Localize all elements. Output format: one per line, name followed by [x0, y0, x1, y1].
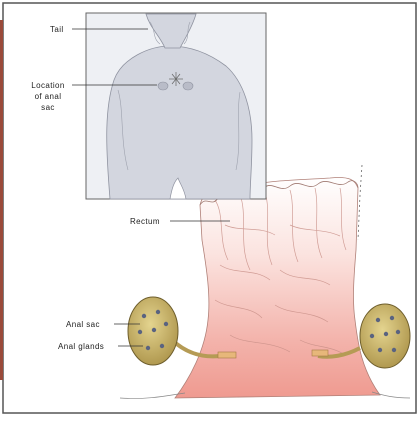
- label-location-line2: of anal: [24, 92, 72, 101]
- label-location-line3: sac: [24, 103, 72, 112]
- label-anal-sac: Anal sac: [66, 320, 100, 329]
- left-accent-bar: [0, 20, 3, 380]
- inset-right-sac: [183, 82, 193, 90]
- label-rectum: Rectum: [130, 217, 160, 226]
- inset-rear-view: [86, 13, 266, 199]
- label-tail: Tail: [50, 25, 64, 34]
- label-anal-glands: Anal glands: [58, 342, 104, 351]
- label-location-line1: Location: [24, 81, 72, 90]
- inset-left-sac: [158, 82, 168, 90]
